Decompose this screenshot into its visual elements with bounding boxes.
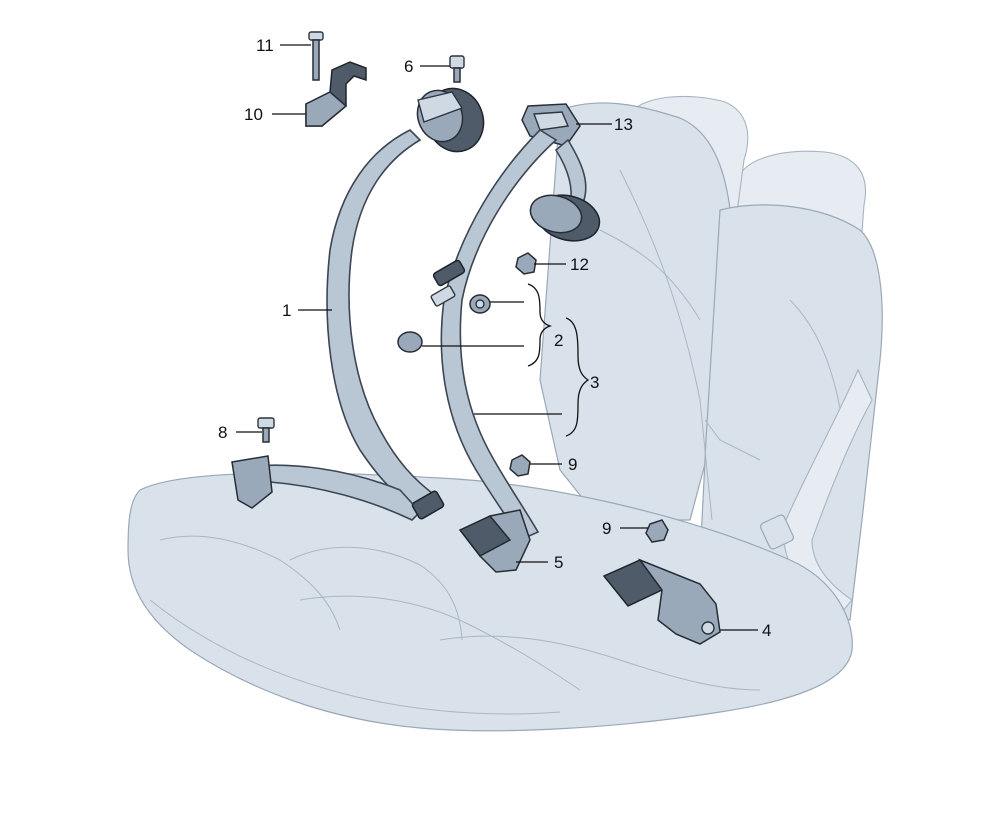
seat-belt-1: [231, 87, 485, 521]
cushion-seam: [159, 535, 341, 631]
brace-2: [527, 283, 553, 367]
retractor-center: [529, 138, 601, 242]
callout-11: 11: [256, 36, 274, 55]
rear-seat: [127, 95, 883, 732]
cushion-seam: [299, 595, 581, 691]
callout-12: 12: [570, 255, 589, 274]
seat-seam: [619, 169, 713, 521]
callout-10: 10: [244, 105, 263, 124]
callout-2: 2: [554, 331, 563, 350]
nut-12: [515, 252, 537, 275]
cushion-seam: [439, 635, 761, 691]
center-belt-3: [430, 128, 558, 542]
callout-3: 3: [590, 373, 599, 392]
callout-4: 4: [762, 621, 771, 640]
callout-6: 6: [404, 57, 413, 76]
callout-1: 1: [282, 301, 291, 320]
bolt-8: [257, 417, 275, 443]
seat-cushion: [127, 472, 853, 732]
seat-seam: [704, 419, 761, 461]
bolt-6: [449, 55, 465, 83]
buckle-4: [602, 558, 721, 645]
nut-9-right: [645, 519, 669, 543]
seat-back-right: [699, 204, 883, 621]
callout-13: 13: [614, 115, 633, 134]
cushion-seam: [289, 546, 463, 641]
callout-9-center: 9: [568, 455, 577, 474]
bolt-11: [308, 31, 324, 81]
callout-9-right: 9: [602, 519, 611, 538]
callout-5: 5: [554, 553, 563, 572]
nut-9-center: [509, 454, 531, 477]
callouts: 11 10 6 13 12 1 2 3 8 9 9 5: [218, 36, 771, 640]
callout-8: 8: [218, 423, 227, 442]
seat-seam: [599, 229, 701, 321]
cushion-seam: [149, 599, 561, 715]
brace-3: [565, 317, 590, 437]
bracket-10: [305, 61, 367, 127]
seat-back-belt-tongue: [760, 514, 794, 550]
fastener-2: [397, 294, 491, 353]
buckle-5: [458, 509, 531, 573]
